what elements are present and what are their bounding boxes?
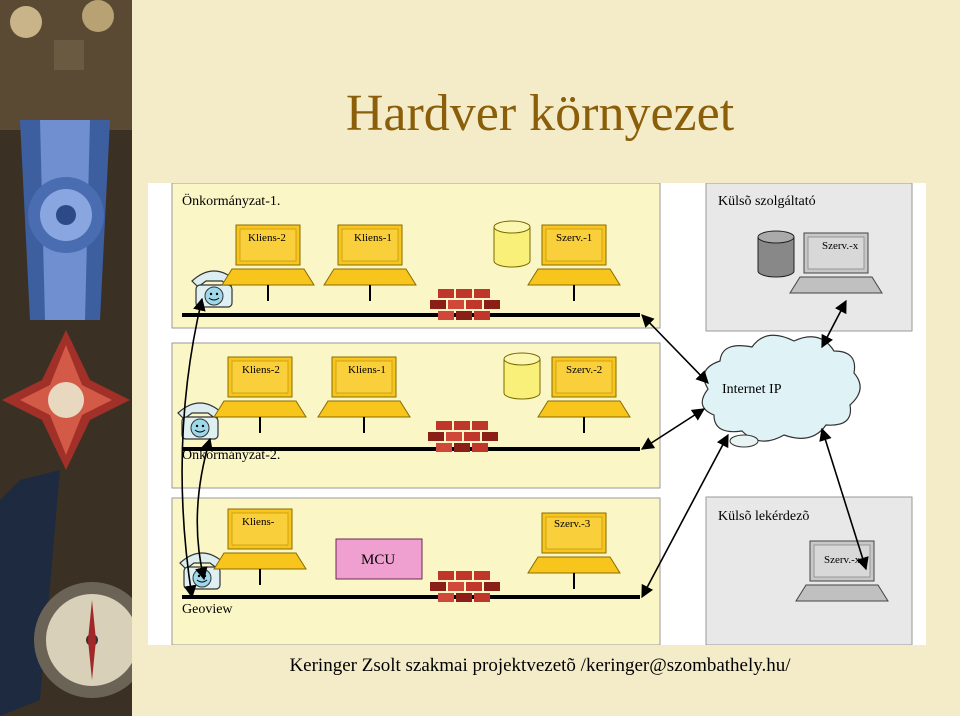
server-pc-icon <box>795 540 889 602</box>
node-label: Kliens- <box>242 516 275 528</box>
database-icon <box>503 352 541 400</box>
node-label: Kliens-2 <box>242 364 280 376</box>
mcu-label: MCU <box>361 552 395 568</box>
database-icon <box>493 220 531 268</box>
connection-arrow <box>821 299 847 349</box>
zone-label-kulso-lekerdezo: Külsõ lekérdezõ <box>718 509 809 524</box>
connection-arrow <box>641 314 709 384</box>
zone-label-geoview: Geoview <box>182 602 233 617</box>
zone-kulso-lekerdezo <box>705 496 913 645</box>
connection-arrow <box>181 297 206 599</box>
node-label: Kliens-1 <box>348 364 386 376</box>
zone-label-kulso-szolgaltato: Külsõ szolgáltató <box>718 194 816 209</box>
internet-label: Internet IP <box>722 382 782 397</box>
network-diagram: Önkormányzat-1. Önkormányzat-2. Geoview … <box>148 183 926 645</box>
node-label: Szerv.-x <box>824 554 861 566</box>
connection-arrow <box>195 437 213 581</box>
connection-arrow <box>641 433 729 599</box>
node-label: Kliens-2 <box>248 232 286 244</box>
internet-cloud-icon <box>701 334 861 442</box>
modem-icon <box>729 434 759 448</box>
mcu-box <box>335 538 423 580</box>
node-label: Szerv.-3 <box>554 518 591 530</box>
slide-footer: Keringer Zsolt szakmai projektvezetõ /ke… <box>289 655 791 676</box>
database-icon <box>757 230 795 278</box>
node-label: Szerv.-x <box>822 240 859 252</box>
node-label: Szerv.-1 <box>556 232 592 244</box>
slide-title: Hardver környezet <box>345 85 735 142</box>
zone-label-onkormanyzat-1: Önkormányzat-1. <box>182 192 280 209</box>
connection-arrow <box>819 427 869 571</box>
node-label: Szerv.-2 <box>566 364 602 376</box>
decorative-medal-strip <box>0 0 132 716</box>
node-label: Kliens-1 <box>354 232 392 244</box>
